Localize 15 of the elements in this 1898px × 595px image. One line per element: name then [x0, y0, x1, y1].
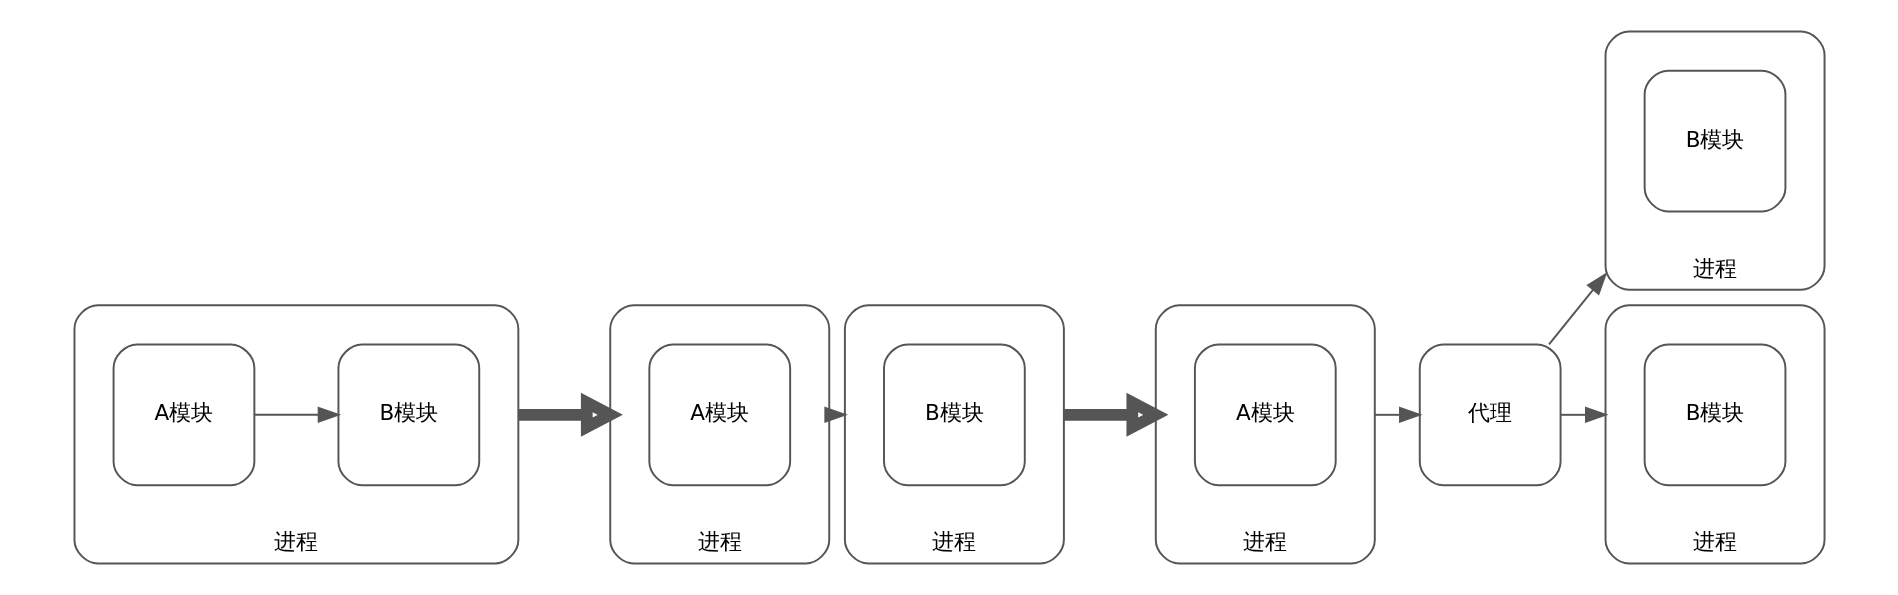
node-box: 代理 [1418, 343, 1562, 487]
arrow [253, 406, 341, 424]
node-box: A模块 [647, 343, 791, 487]
arrow [1547, 272, 1607, 346]
node-box: B模块 [882, 343, 1026, 487]
node-box: A模块 [1193, 343, 1337, 487]
node-box: B模块 [336, 343, 480, 487]
arrow [1373, 406, 1423, 424]
node-box: B模块 [1643, 343, 1786, 487]
node-box: A模块 [112, 343, 255, 487]
arrow [1063, 392, 1168, 437]
node-box: B模块 [1643, 69, 1786, 213]
arrow [823, 406, 848, 424]
arrow [1559, 406, 1608, 424]
arrow [517, 392, 623, 437]
